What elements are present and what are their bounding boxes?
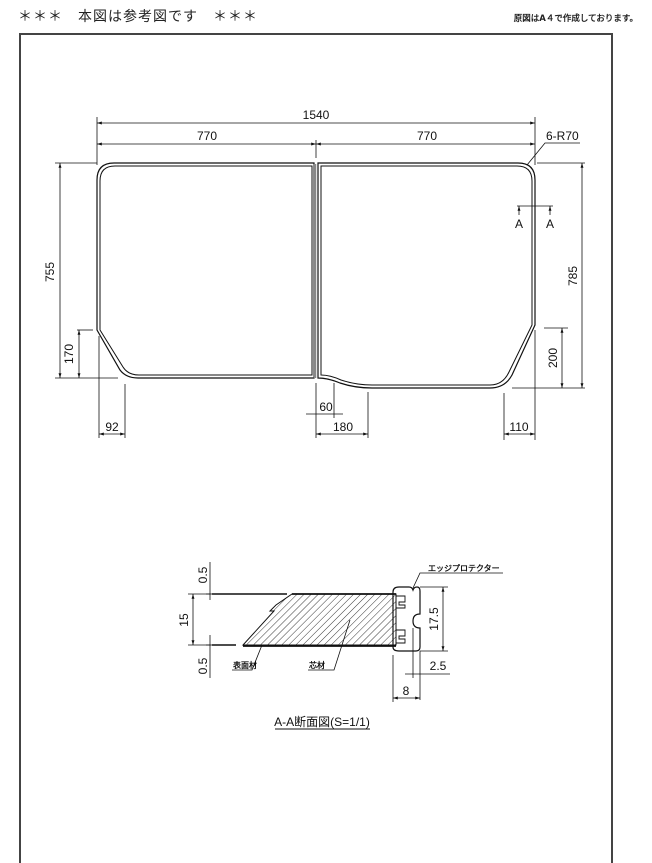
section-marker-left: A	[515, 217, 523, 231]
dim-protector-width: 8	[403, 684, 410, 698]
section-marker-right: A	[546, 217, 554, 231]
dim-top-skin: 0.5	[196, 566, 210, 583]
dim-thickness: 15	[177, 613, 191, 627]
section-view	[188, 562, 503, 730]
dim-left-chamfer-width: 92	[105, 420, 119, 434]
dim-left-chamfer-height: 170	[62, 344, 76, 364]
dim-left-panel-width: 770	[197, 129, 217, 143]
dim-left-height: 755	[43, 262, 57, 282]
section-caption: A-A断面図(S=1/1)	[274, 714, 370, 729]
right-lid-panel	[317, 162, 536, 389]
label-surface-material: 表面材	[232, 660, 257, 670]
plan-view	[55, 117, 585, 440]
label-edge-protector: エッジプロテクター	[428, 563, 500, 573]
dim-corner-radius: 6-R70	[546, 129, 579, 143]
dim-right-height: 785	[566, 266, 580, 286]
dim-right-panel-width: 770	[417, 129, 437, 143]
original-size-note: 原図はA４で作成しております。	[513, 14, 638, 24]
dim-notch-width: 180	[333, 420, 353, 434]
drawing-frame	[19, 33, 613, 863]
dim-protector-height: 17.5	[427, 607, 441, 631]
dim-notch-offset: 60	[319, 400, 333, 414]
dim-protector-offset: 2.5	[430, 659, 447, 673]
reference-notice: ＊＊＊ 本図は参考図です ＊＊＊	[18, 9, 258, 25]
label-core-material: 芯材	[309, 660, 325, 670]
dim-right-chamfer-width: 110	[509, 420, 528, 434]
dim-overall-width: 1540	[303, 108, 330, 122]
dim-right-chamfer-height: 200	[546, 348, 560, 368]
left-lid-panel	[96, 162, 315, 379]
dim-bottom-skin: 0.5	[196, 657, 210, 674]
